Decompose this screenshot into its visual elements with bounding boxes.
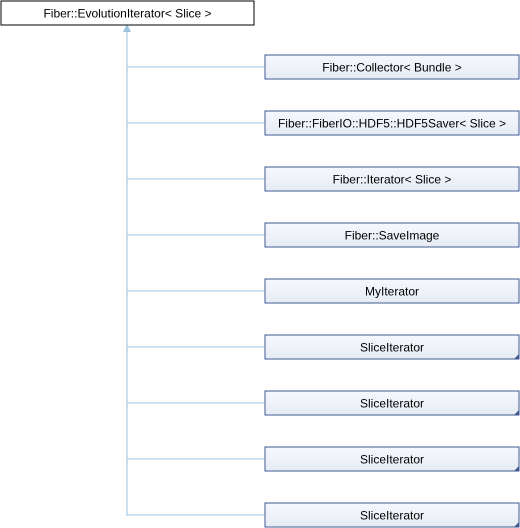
- derived-class-box: [264, 502, 520, 528]
- derived-class-label: SliceIterator: [360, 397, 424, 411]
- derived-class-label: MyIterator: [365, 285, 419, 299]
- derived-class-node[interactable]: SliceIterator: [264, 446, 520, 472]
- inheritance-arrowhead-icon: [123, 24, 131, 32]
- derived-class-box: [264, 278, 520, 304]
- derived-class-box: [264, 446, 520, 472]
- derived-class-box: [264, 54, 520, 80]
- derived-class-node[interactable]: SliceIterator: [264, 502, 520, 528]
- derived-class-box: [264, 110, 520, 136]
- derived-class-node[interactable]: Fiber::FiberIO::HDF5::HDF5Saver< Slice >: [264, 110, 520, 136]
- derived-class-label: Fiber::SaveImage: [345, 229, 440, 243]
- derived-class-box: [264, 166, 520, 192]
- derived-class-label: Fiber::Collector< Bundle >: [322, 61, 461, 75]
- derived-class-node[interactable]: Fiber::Collector< Bundle >: [264, 54, 520, 80]
- derived-class-label: Fiber::FiberIO::HDF5::HDF5Saver< Slice >: [278, 117, 506, 131]
- derived-class-node[interactable]: Fiber::SaveImage: [264, 222, 520, 248]
- derived-class-box: [264, 390, 520, 416]
- derived-class-label: SliceIterator: [360, 341, 424, 355]
- derived-class-node[interactable]: SliceIterator: [264, 334, 520, 360]
- derived-class-label: Fiber::Iterator< Slice >: [333, 173, 452, 187]
- derived-class-node[interactable]: MyIterator: [264, 278, 520, 304]
- derived-class-nodes: Fiber::Collector< Bundle >Fiber::FiberIO…: [127, 54, 520, 528]
- derived-class-node[interactable]: SliceIterator: [264, 390, 520, 416]
- derived-class-box: [264, 334, 520, 360]
- derived-class-node[interactable]: Fiber::Iterator< Slice >: [264, 166, 520, 192]
- truncated-corner-icon: [514, 522, 519, 527]
- truncated-corner-icon: [514, 466, 519, 471]
- derived-class-label: SliceIterator: [360, 509, 424, 523]
- truncated-corner-icon: [514, 354, 519, 359]
- base-class-node[interactable]: Fiber::EvolutionIterator< Slice >: [0, 0, 255, 26]
- derived-class-box: [264, 222, 520, 248]
- derived-class-label: SliceIterator: [360, 453, 424, 467]
- base-class-label: Fiber::EvolutionIterator< Slice >: [43, 7, 211, 21]
- truncated-corner-icon: [514, 410, 519, 415]
